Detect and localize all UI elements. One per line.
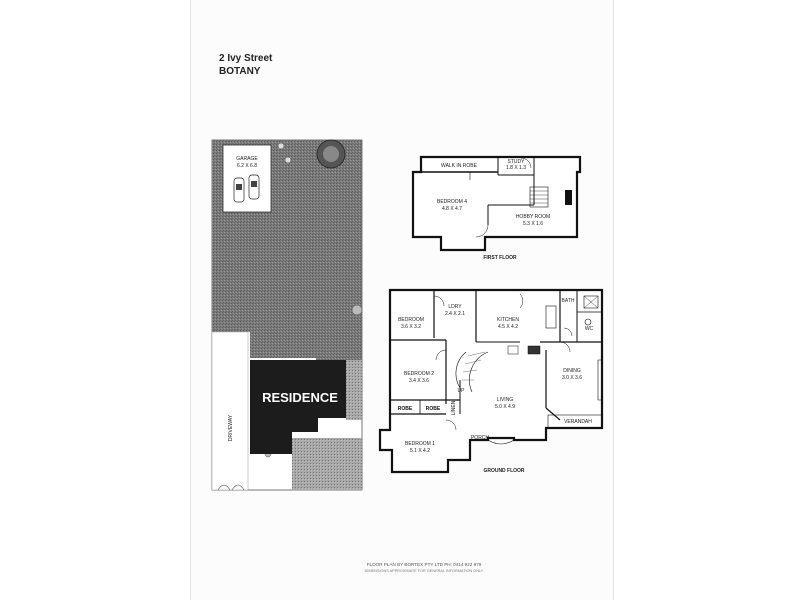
dining-label: DINING: [563, 368, 581, 374]
front-yard: [292, 438, 362, 490]
lndry-label: LDRY: [448, 304, 462, 310]
ground-floor-plan: [378, 288, 604, 474]
living-dims: 5.0 X 4.9: [495, 404, 515, 410]
car-icon: [233, 177, 245, 203]
address-suburb: BOTANY: [219, 66, 261, 77]
bedroom2-dims: 3.4 X 3.6: [409, 378, 429, 384]
robe-label-left: ROBE: [398, 406, 413, 412]
address-street: 2 Ivy Street: [219, 53, 273, 64]
site-plan: GARAGE 6.2 X 6.8 RESIDENCE DRIVEWAY: [211, 139, 363, 491]
linen-label: LINEN: [451, 400, 457, 415]
hobby-room-label: HOBBY ROOM: [516, 214, 550, 220]
bedroom-label: BEDROOM: [398, 317, 424, 323]
robe-label-right: ROBE: [426, 406, 441, 412]
stair-up-label: UP: [458, 388, 466, 394]
garage-dims: 6.2 X 6.8: [237, 163, 257, 169]
residence-label: RESIDENCE: [262, 390, 338, 405]
walk-in-robe-label: WALK IN ROBE: [441, 163, 478, 169]
porch-label: PORCH: [471, 435, 489, 441]
garage-label: GARAGE: [236, 156, 258, 162]
bedroom4-label: BEDROOM 4: [437, 199, 467, 205]
car-icon: [248, 174, 260, 200]
footer-credit: FLOOR PLAN BY BORTEX PTY LTD PH: 0414 92…: [367, 562, 482, 567]
kitchen-dims: 4.5 X 4.2: [498, 324, 518, 330]
footer-disclaimer: DIMENSIONS APPROXIMATE FOR GENERAL INFOR…: [365, 569, 484, 573]
first-floor-caption: FIRST FLOOR: [483, 255, 517, 261]
gate-icon: [217, 484, 245, 491]
tree-icon: [316, 139, 346, 169]
bedroom-dims: 3.6 X 3.2: [401, 324, 421, 330]
bedroom1-label: BEDROOM 1: [405, 441, 435, 447]
bedroom2-label: BEDROOM 2: [404, 371, 434, 377]
kitchen-label: KITCHEN: [497, 317, 519, 323]
shrub-icon: [284, 156, 292, 164]
bedroom1-dims: 5.1 X 4.2: [410, 448, 430, 454]
wc-label: WC: [585, 326, 594, 332]
garage: [222, 144, 272, 213]
shrub-icon: [277, 142, 285, 150]
living-label: LIVING: [497, 397, 514, 403]
side-garden: [346, 360, 362, 420]
residence-footprint: [250, 360, 346, 454]
first-floor-plan: [411, 155, 582, 252]
bath-label: BATH: [562, 298, 575, 304]
hobby-room-dims: 5.3 X 1.6: [523, 221, 543, 227]
ground-floor-caption: GROUND FLOOR: [483, 468, 524, 474]
lndry-dims: 2.4 X 2.1: [445, 311, 465, 317]
study-dims: 1.8 X 1.3: [506, 165, 526, 171]
bedroom4-dims: 4.8 X 4.7: [442, 206, 462, 212]
dining-dims: 3.0 X 3.6: [562, 375, 582, 381]
study-label: STUDY: [508, 159, 526, 165]
driveway-strip: [211, 331, 249, 491]
verandah-label: VERANDAH: [564, 419, 592, 425]
driveway-label: DRIVEWAY: [228, 414, 234, 441]
shrub-icon: [351, 304, 363, 316]
